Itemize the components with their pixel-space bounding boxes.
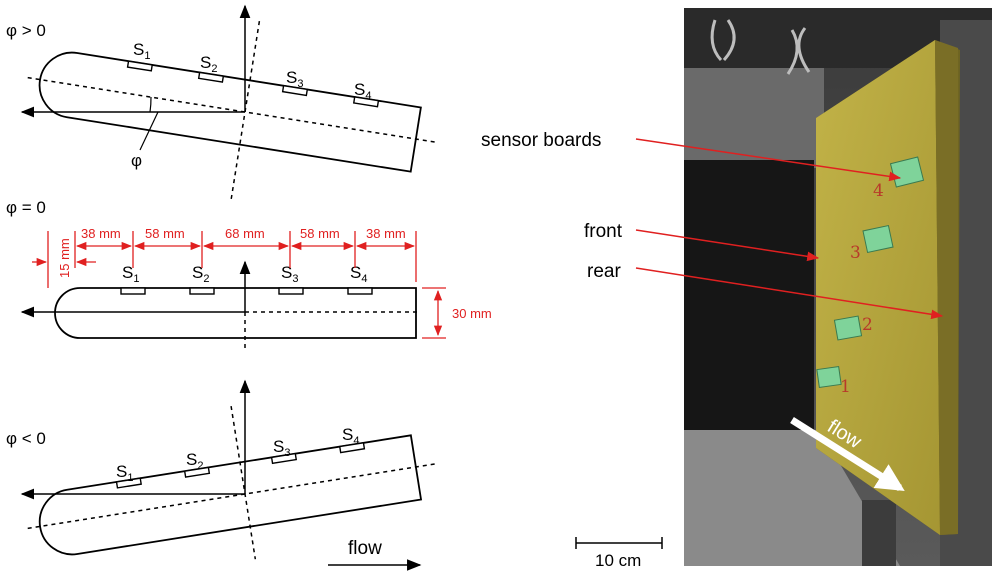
sensor-label: S1 (133, 40, 150, 62)
dimension-lines (32, 231, 446, 339)
sensor-labels-positive: S1 S2 S3 S4 (133, 40, 371, 102)
board-number: 3 (850, 243, 861, 263)
sensor-label: S3 (281, 263, 298, 285)
sensor-s3 (270, 452, 298, 465)
sensor-s1 (126, 60, 154, 72)
panel-phi-positive: φ > 0 φ S1 S2 S3 S4 (6, 4, 438, 200)
sensor-s4 (352, 96, 380, 108)
sensor-s4 (347, 287, 373, 295)
board-number: 2 (862, 315, 873, 335)
offset-label: 15 mm (57, 238, 72, 278)
annotation-front: front (584, 221, 623, 242)
board-number: 4 (873, 181, 884, 201)
dimension-labels: 38 mm 58 mm 68 mm 58 mm 38 mm 15 mm 30 m… (57, 226, 492, 321)
sensor-label: S2 (186, 450, 203, 472)
annotation-arrow (635, 267, 944, 320)
annotation-sensor-boards: sensor boards (481, 130, 601, 151)
dimension-label: 58 mm (145, 226, 185, 241)
sensor-s1 (120, 287, 146, 295)
scale-bar: 10 cm (575, 537, 663, 570)
sensor-labels-zero: S1 S2 S3 S4 (122, 263, 367, 285)
scale-bar-label: 10 cm (595, 551, 641, 570)
phi-symbol: φ (131, 151, 142, 170)
angle-arc (149, 96, 152, 113)
annotation-arrow (635, 138, 902, 182)
sensor-s3 (278, 287, 304, 295)
dimension-label: 68 mm (225, 226, 265, 241)
sensor-s4 (338, 442, 366, 454)
sensor-label: S3 (273, 437, 290, 459)
panel-phi-negative: φ < 0 S1 S2 S3 S4 (6, 379, 438, 560)
sensor-label: S2 (200, 53, 217, 75)
annotation-rear: rear (587, 261, 621, 282)
dimension-label: 38 mm (366, 226, 406, 241)
photo: 4 3 2 1 flow (684, 8, 992, 566)
sensor-label: S3 (286, 68, 303, 90)
sensor-labels-negative: S1 S2 S3 S4 (116, 425, 359, 484)
tunnel-opening (684, 160, 814, 430)
sensor-s2 (197, 71, 225, 83)
airfoil-negative (27, 405, 438, 560)
dimension-label: 58 mm (300, 226, 340, 241)
sensor-label: S4 (354, 80, 371, 102)
sensor-s2 (189, 287, 215, 295)
photo-annotations: sensor boards front rear (481, 130, 944, 320)
photo-flow-arrow (790, 417, 905, 491)
phi-positive-label: φ > 0 (6, 21, 46, 40)
sensor-label: S4 (342, 425, 359, 447)
hooks (710, 19, 736, 62)
sensor-label: S1 (122, 263, 139, 285)
sensor-s2 (183, 466, 211, 478)
airfoil-positive (27, 21, 438, 200)
support-rod (862, 500, 896, 566)
flow-label: flow (348, 538, 382, 559)
sensor-s3 (281, 84, 309, 97)
annotation-arrow (635, 229, 820, 262)
dimension-label: 38 mm (81, 226, 121, 241)
phi-negative-label: φ < 0 (6, 429, 46, 448)
sensor-s1 (115, 477, 142, 489)
panel-phi-zero: φ = 0 S1 S2 S3 S4 (6, 198, 492, 350)
sensor-label: S1 (116, 462, 133, 484)
thickness-label: 30 mm (452, 306, 492, 321)
sensor-label: S4 (350, 263, 367, 285)
sensor-label: S2 (192, 263, 209, 285)
airfoil-zero (54, 287, 417, 339)
sensor-board-3 (862, 224, 894, 254)
sensor-board-2 (833, 315, 863, 341)
phi-zero-label: φ = 0 (6, 198, 46, 217)
board-number: 1 (840, 377, 851, 397)
angle-leader (139, 111, 159, 151)
handwritten-numbers: 4 3 2 1 (840, 181, 884, 397)
sensor-board-1 (816, 365, 842, 389)
flow-legend: flow (328, 538, 422, 571)
panel-face (816, 40, 940, 535)
floor (684, 430, 900, 566)
